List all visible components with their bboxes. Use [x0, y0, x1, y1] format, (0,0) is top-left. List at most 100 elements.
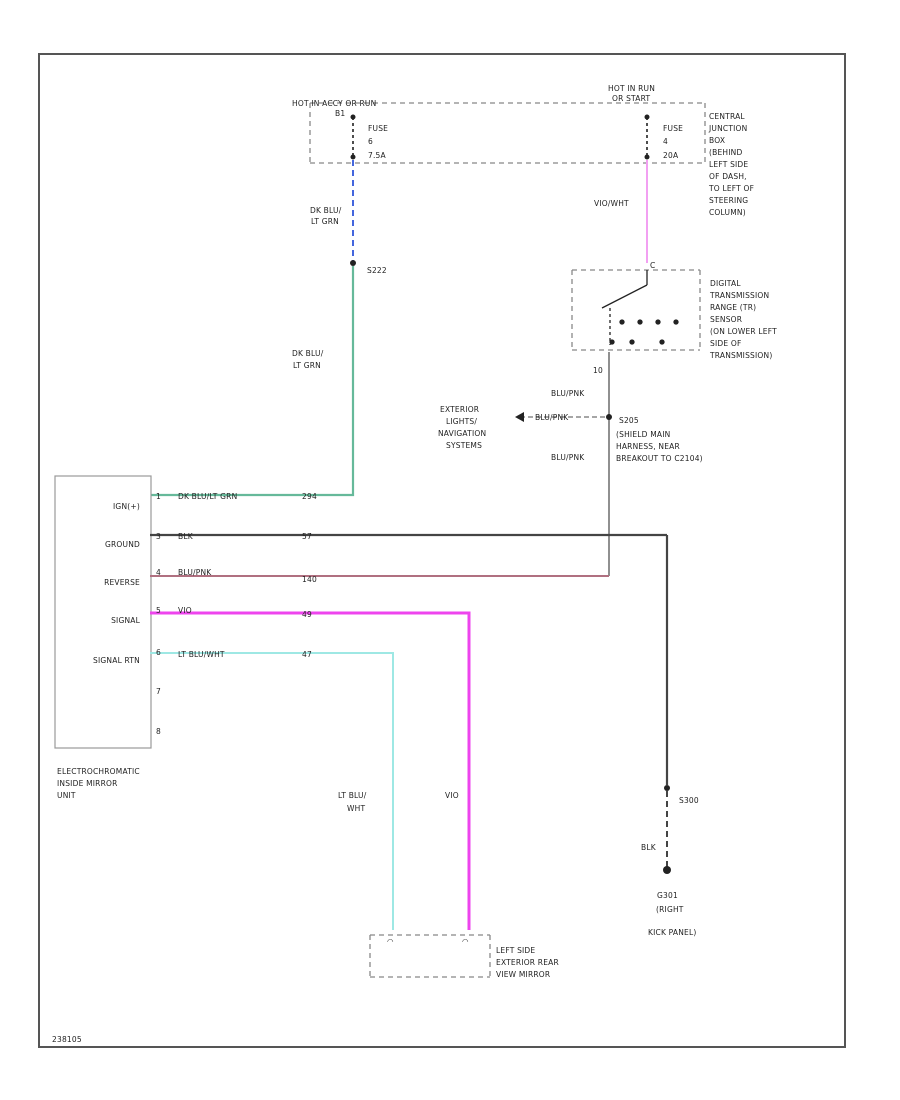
wire-label-lt-blu-wht-1: LT BLU/	[338, 791, 367, 800]
svg-text:CENTRAL: CENTRAL	[709, 112, 745, 121]
pin-wire-color: BLK	[178, 532, 194, 541]
svg-text:STEERING: STEERING	[709, 196, 748, 205]
svg-text:DIGITAL: DIGITAL	[710, 279, 741, 288]
mirror-pin-3: GROUND 3 BLK 57	[105, 532, 312, 549]
mirror-pin-6: SIGNAL RTN 6 LT BLU/WHT 47	[93, 648, 312, 665]
pin-name: SIGNAL	[111, 616, 141, 625]
right-fuse-rating: 20A	[663, 151, 679, 160]
svg-text:EXTERIOR REAR: EXTERIOR REAR	[496, 958, 559, 967]
svg-text:TO LEFT OF: TO LEFT OF	[708, 184, 754, 193]
pin-circuit: 47	[302, 650, 312, 659]
pin-circuit: 57	[302, 532, 312, 541]
left-fuse-box-label: HOT IN ACCY OR RUN	[292, 99, 376, 108]
svg-text:BOX: BOX	[709, 136, 725, 145]
left-bus-label: B1	[335, 109, 345, 118]
arrow-to-exterior-icon	[515, 412, 524, 422]
wire-vio-signal	[150, 611, 471, 930]
wire-label-lt-blu-wht-2: WHT	[347, 804, 365, 813]
wire-label-vio: VIO	[445, 791, 459, 800]
wire-label-dk-blu-top-2: LT GRN	[311, 217, 339, 226]
pin-circuit: 49	[302, 610, 312, 619]
svg-text:LIGHTS/: LIGHTS/	[446, 417, 477, 426]
splice-s205-id: S205	[619, 416, 639, 425]
figure-id: 238105	[52, 1035, 82, 1044]
svg-text:UNIT: UNIT	[57, 791, 76, 800]
left-fuse-rating: 7.5A	[368, 151, 387, 160]
exterior-lights-label: EXTERIOR LIGHTS/ NAVIGATION SYSTEMS	[438, 405, 486, 450]
wire-label-blu-pnk-arrow: BLU/PNK	[535, 413, 569, 422]
right-fuse-number: 4	[663, 137, 668, 146]
wire-label-dk-blu-mid-2: LT GRN	[293, 361, 321, 370]
trs-sensor-box	[571, 269, 701, 351]
pin-number: 1	[156, 492, 161, 501]
right-fuse-box-label-2: OR START	[612, 94, 650, 103]
ground-point-icon	[663, 866, 671, 874]
pin-name: SIGNAL RTN	[93, 656, 140, 665]
svg-text:SENSOR: SENSOR	[710, 315, 742, 324]
wire-dk-blu-lt-grn	[150, 266, 355, 497]
wire-label-blu-pnk-1: BLU/PNK	[551, 389, 585, 398]
mirror-unit-box	[54, 475, 152, 749]
svg-text:SIDE OF: SIDE OF	[710, 339, 742, 348]
ground-location-2: KICK PANEL)	[648, 928, 697, 937]
trs-pin-out: 10	[593, 366, 603, 375]
right-fuse-name: FUSE	[663, 124, 683, 133]
svg-text:TRANSMISSION): TRANSMISSION)	[709, 351, 772, 360]
pin-number: 3	[156, 532, 161, 541]
pin-circuit: 140	[302, 575, 317, 584]
fuse-6	[350, 114, 356, 160]
wire-label-dk-blu-top-1: DK BLU/	[310, 206, 342, 215]
pin-number: 6	[156, 648, 161, 657]
mirror-pin-1: IGN(+) 1 DK BLU/LT GRN 294	[113, 492, 317, 511]
svg-text:HARNESS, NEAR: HARNESS, NEAR	[616, 442, 680, 451]
pin-name: GROUND	[105, 540, 140, 549]
splice-s222	[350, 260, 356, 266]
mirror-unit-label: ELECTROCHROMATIC INSIDE MIRROR UNIT	[57, 767, 140, 800]
left-fuse-number: 6	[368, 137, 373, 146]
pin-name: IGN(+)	[113, 502, 140, 511]
svg-text:LEFT SIDE: LEFT SIDE	[496, 946, 535, 955]
svg-text:(ON LOWER LEFT: (ON LOWER LEFT	[710, 327, 777, 336]
mirror-pin-8: 8	[156, 727, 161, 736]
rear-mirror-pin-a: ◠	[387, 937, 394, 946]
left-fuse-name: FUSE	[368, 124, 388, 133]
rear-mirror-box	[369, 934, 491, 978]
svg-text:COLUMN): COLUMN)	[709, 208, 746, 217]
ground-location-1: (RIGHT	[656, 905, 684, 914]
pin-number: 5	[156, 606, 161, 615]
fuse-4	[644, 114, 650, 160]
wire-label-dk-blu-mid-1: DK BLU/	[292, 349, 324, 358]
diagram-frame	[38, 53, 846, 1048]
svg-text:JUNCTION: JUNCTION	[708, 124, 747, 133]
svg-text:SYSTEMS: SYSTEMS	[446, 441, 482, 450]
svg-text:RANGE (TR): RANGE (TR)	[710, 303, 756, 312]
pin-wire-color: BLU/PNK	[178, 568, 212, 577]
pin-wire-color: LT BLU/WHT	[178, 650, 225, 659]
splice-s300-label: S300	[679, 796, 699, 805]
svg-text:VIEW MIRROR: VIEW MIRROR	[496, 970, 550, 979]
rear-mirror-label: LEFT SIDE EXTERIOR REAR VIEW MIRROR	[496, 946, 559, 979]
svg-text:TRANSMISSION: TRANSMISSION	[709, 291, 769, 300]
rear-mirror-pin-b: ◠	[462, 937, 469, 946]
mirror-pin-4: REVERSE 4 BLU/PNK 140	[104, 568, 317, 587]
pin-circuit: 294	[302, 492, 317, 501]
svg-text:ELECTROCHROMATIC: ELECTROCHROMATIC	[57, 767, 140, 776]
pin-name: REVERSE	[104, 578, 140, 587]
wire-label-blu-pnk-3: BLU/PNK	[551, 453, 585, 462]
ground-id: G301	[657, 891, 678, 900]
trs-label: DIGITAL TRANSMISSION RANGE (TR) SENSOR (…	[709, 279, 777, 360]
central-junction-box	[309, 102, 706, 164]
trs-switch	[601, 270, 679, 345]
splice-s222-label: S222	[367, 266, 387, 275]
svg-text:LEFT SIDE: LEFT SIDE	[709, 160, 748, 169]
trs-pin-in: C	[650, 261, 655, 270]
pin-number: 4	[156, 568, 161, 577]
svg-text:(SHIELD MAIN: (SHIELD MAIN	[616, 430, 670, 439]
svg-text:NAVIGATION: NAVIGATION	[438, 429, 486, 438]
splice-s300	[664, 785, 670, 791]
splice-s205-label: (SHIELD MAIN HARNESS, NEAR BREAKOUT TO C…	[616, 430, 703, 463]
pin-wire-color: DK BLU/LT GRN	[178, 492, 237, 501]
right-fuse-box-label-1: HOT IN RUN	[608, 84, 655, 93]
svg-text:EXTERIOR: EXTERIOR	[440, 405, 479, 414]
splice-s205	[606, 414, 612, 420]
